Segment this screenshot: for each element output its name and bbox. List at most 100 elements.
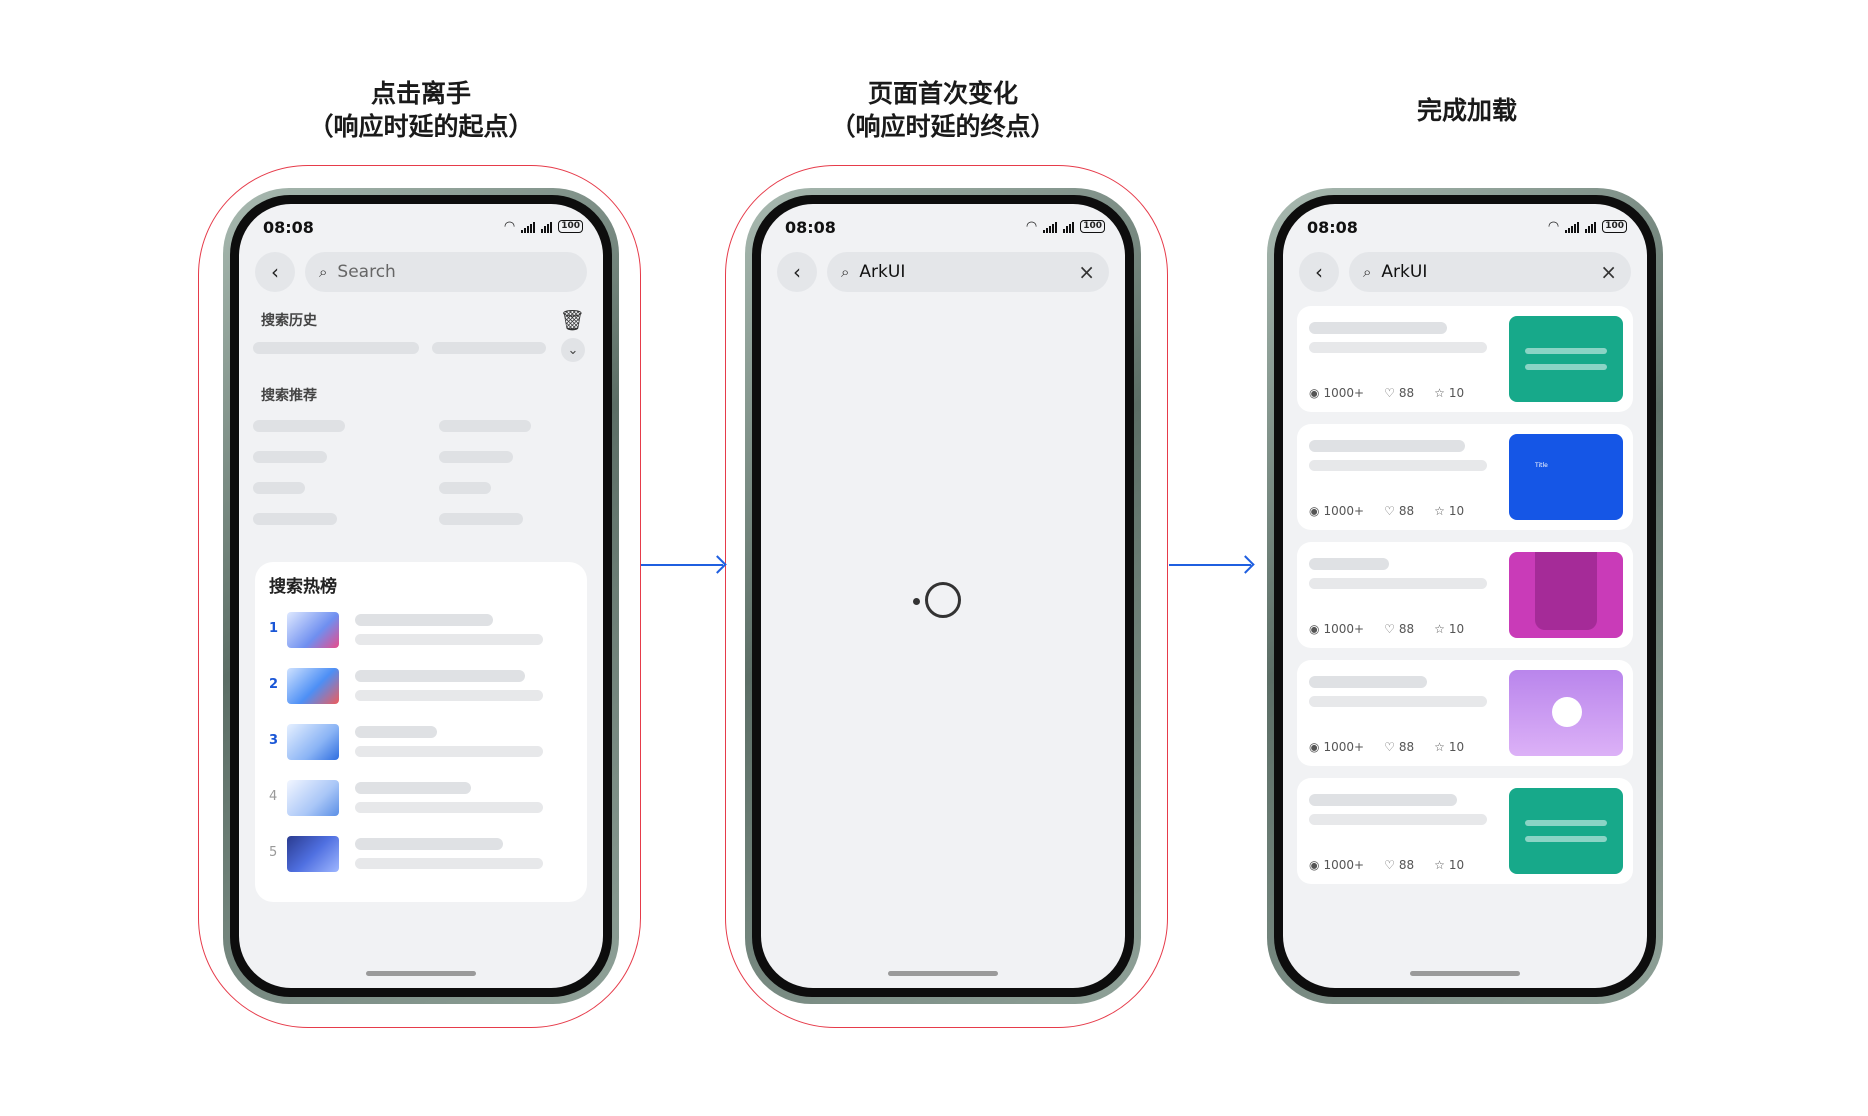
view-count: 1000+ [1323, 504, 1365, 518]
step2-title: 页面首次变化 [867, 79, 1018, 108]
hot-item-title [355, 782, 471, 794]
result-card[interactable]: ◉1000+ ♡88 ☆10 [1297, 542, 1633, 648]
like-count: 88 [1398, 858, 1415, 872]
search-input[interactable]: ⌕ ArkUI × [827, 252, 1109, 292]
step3-caption: 完成加载 [1257, 94, 1677, 127]
search-value: ArkUI [859, 262, 906, 282]
hot-item-title [355, 726, 437, 738]
result-stats: ◉1000+ ♡88 ☆10 [1309, 504, 1464, 518]
recommend-title: 搜索推荐 [261, 388, 317, 404]
recommend-item[interactable] [439, 420, 531, 432]
loading-spinner-icon [925, 582, 961, 618]
result-card[interactable]: ◉1000+ ♡88 ☆10 [1297, 778, 1633, 884]
result-thumbnail [1509, 788, 1623, 874]
result-title [1309, 794, 1457, 806]
rank-number: 5 [269, 845, 278, 860]
hot-item-subtitle [355, 802, 543, 813]
wifi-icon: ◠ [503, 218, 516, 234]
arrow-step2-to-step3 [1169, 564, 1251, 566]
close-icon[interactable]: × [1600, 260, 1617, 284]
step1-subtitle: （响应时延的起点） [308, 112, 534, 141]
hot-item-subtitle [355, 690, 543, 701]
arrow-step1-to-step2 [641, 564, 723, 566]
hot-list-card: 搜索热榜 1 2 3 4 [255, 562, 587, 902]
result-card[interactable]: ◉1000+ ♡88 ☆10 [1297, 306, 1633, 412]
result-thumbnail [1509, 670, 1623, 756]
result-thumbnail: Title [1509, 434, 1623, 520]
result-subtitle [1309, 460, 1487, 471]
history-chip[interactable] [432, 342, 546, 354]
back-button[interactable]: ‹ [777, 252, 817, 292]
search-icon: ⌕ [841, 263, 850, 281]
search-placeholder: Search [337, 262, 396, 282]
history-chip[interactable] [253, 342, 419, 354]
home-indicator[interactable] [888, 971, 998, 976]
like-count: 88 [1398, 386, 1415, 400]
eye-icon: ◉ [1309, 386, 1320, 400]
eye-icon: ◉ [1309, 622, 1320, 636]
battery-icon: 100 [1080, 220, 1105, 233]
result-subtitle [1309, 578, 1487, 589]
recommend-item[interactable] [439, 451, 513, 463]
hot-list-title: 搜索热榜 [269, 577, 337, 597]
status-time: 08:08 [263, 218, 314, 237]
status-icons: ◠ 100 [1548, 220, 1627, 233]
recommend-item[interactable] [253, 482, 305, 494]
star-count: 10 [1448, 622, 1465, 636]
home-indicator[interactable] [1410, 971, 1520, 976]
home-indicator[interactable] [366, 971, 476, 976]
chevron-down-icon[interactable]: ⌄ [561, 338, 585, 362]
step1-title: 点击离手 [370, 79, 471, 108]
step2-subtitle: （响应时延的终点） [830, 112, 1056, 141]
status-icons: ◠ 100 [504, 220, 583, 233]
history-title: 搜索历史 [261, 313, 317, 329]
hot-item-thumbnail [287, 724, 339, 760]
thumb-label: Title [1535, 462, 1548, 469]
heart-icon: ♡ [1384, 622, 1395, 636]
rank-number: 4 [269, 789, 278, 804]
result-stats: ◉1000+ ♡88 ☆10 [1309, 858, 1464, 872]
wifi-icon: ◠ [1025, 218, 1038, 234]
heart-icon: ♡ [1384, 386, 1395, 400]
back-button[interactable]: ‹ [255, 252, 295, 292]
result-title [1309, 558, 1389, 570]
rank-number: 3 [269, 733, 279, 748]
search-icon: ⌕ [1363, 263, 1372, 281]
signal-icon [1565, 221, 1580, 233]
step2-caption: 页面首次变化 （响应时延的终点） [733, 77, 1153, 143]
like-count: 88 [1398, 740, 1415, 754]
phone-1: 08:08 ◠ 100 ‹ ⌕ Search 搜索历史 🗑 ⌄ 搜索推荐 搜索热… [223, 188, 619, 1004]
signal-icon [1063, 221, 1075, 233]
chevron-left-icon: ‹ [793, 260, 801, 284]
recommend-item[interactable] [253, 420, 345, 432]
step3-title: 完成加载 [1416, 96, 1517, 125]
recommend-item[interactable] [253, 513, 337, 525]
star-icon: ☆ [1434, 622, 1445, 636]
heart-icon: ♡ [1384, 740, 1395, 754]
search-input[interactable]: ⌕ Search [305, 252, 587, 292]
close-icon[interactable]: × [1078, 260, 1095, 284]
star-count: 10 [1448, 386, 1465, 400]
result-card[interactable]: ◉1000+ ♡88 ☆10 [1297, 660, 1633, 766]
hot-item-title [355, 670, 525, 682]
phone-3: 08:08 ◠ 100 ‹ ⌕ ArkUI × ◉1000+ ♡88 ☆10 [1267, 188, 1663, 1004]
rank-number: 2 [269, 677, 279, 692]
trash-icon[interactable]: 🗑 [559, 308, 585, 332]
status-icons: ◠ 100 [1026, 220, 1105, 233]
hot-item-thumbnail [287, 836, 339, 872]
search-input[interactable]: ⌕ ArkUI × [1349, 252, 1631, 292]
battery-icon: 100 [1602, 220, 1627, 233]
signal-icon [541, 221, 553, 233]
view-count: 1000+ [1323, 740, 1365, 754]
recommend-item[interactable] [253, 451, 327, 463]
back-button[interactable]: ‹ [1299, 252, 1339, 292]
result-card[interactable]: ◉1000+ ♡88 ☆10 Title [1297, 424, 1633, 530]
like-count: 88 [1398, 622, 1415, 636]
palette-icon [1552, 697, 1582, 727]
hot-item-thumbnail [287, 612, 339, 648]
like-count: 88 [1398, 504, 1415, 518]
result-stats: ◉1000+ ♡88 ☆10 [1309, 622, 1464, 636]
result-stats: ◉1000+ ♡88 ☆10 [1309, 386, 1464, 400]
recommend-item[interactable] [439, 513, 523, 525]
recommend-item[interactable] [439, 482, 491, 494]
